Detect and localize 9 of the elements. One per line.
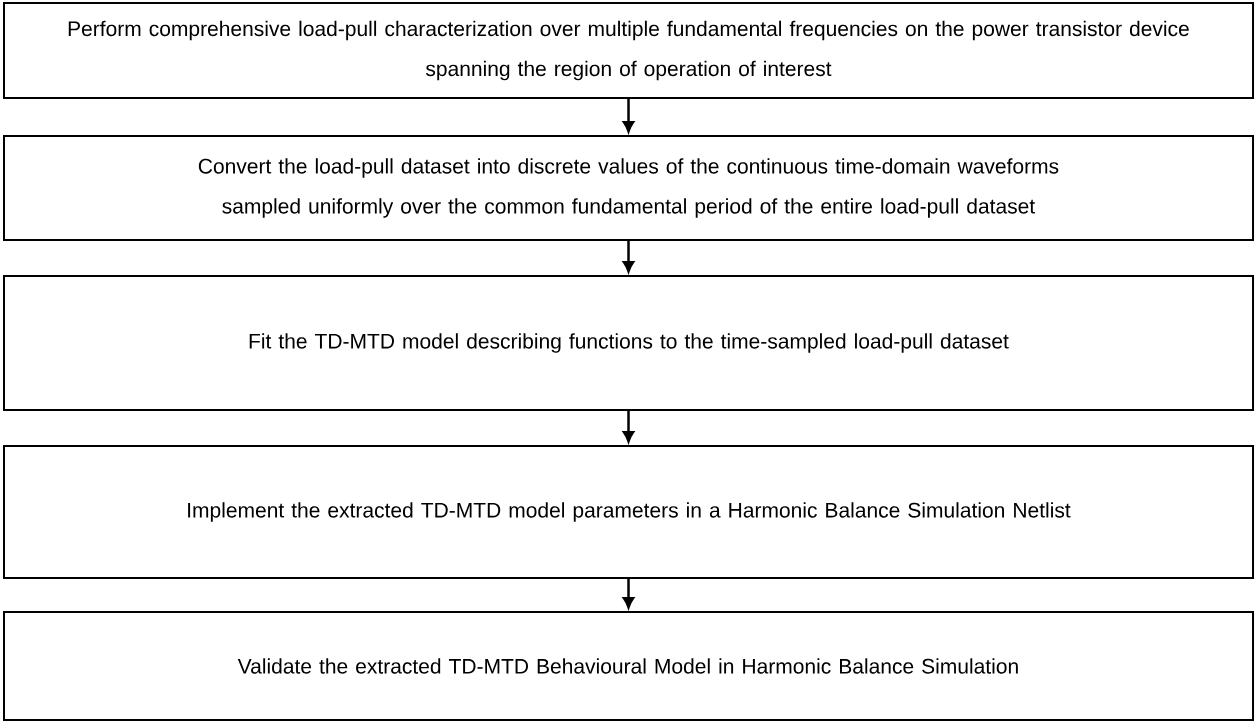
process-box: Implement the extracted TD-MTD model parameters in a Harmonic Balance Simulation Netlist xyxy=(3,445,1254,579)
process-box: Perform comprehensive load-pull characterization over multiple fundamental frequencies on the power transistor device spanning the region of operation of interest xyxy=(3,2,1254,99)
arrow xyxy=(622,241,635,273)
process-box: Convert the load-pull dataset into discrete values of the continuous time-domain waveforms sampled uniformly over the common fundamental period of the entire load-pull dataset xyxy=(3,135,1254,241)
arrow xyxy=(622,99,635,133)
arrow xyxy=(622,579,635,609)
arrow xyxy=(622,411,635,443)
process-box: Validate the extracted TD-MTD Behavioural Model in Harmonic Balance Simulation xyxy=(3,611,1254,721)
process-box: Fit the TD-MTD model describing functions to the time-sampled load-pull dataset xyxy=(3,275,1254,411)
